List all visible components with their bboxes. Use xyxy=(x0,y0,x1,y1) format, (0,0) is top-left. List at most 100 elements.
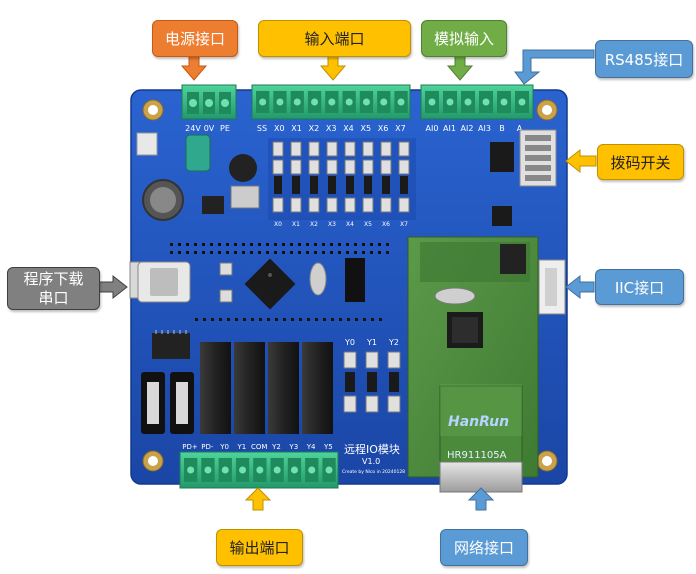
output-terminal xyxy=(179,451,339,489)
header-pin xyxy=(266,251,269,254)
header-pin xyxy=(338,243,341,246)
callout-output-port-label: 输出端口 xyxy=(229,539,290,557)
header-pin xyxy=(386,251,389,254)
header-pin xyxy=(338,251,341,254)
terminal-screw xyxy=(500,98,508,106)
callout-analog-input-label: 模拟输入 xyxy=(433,30,494,48)
header-pin xyxy=(339,318,342,321)
terminal-screw xyxy=(380,98,388,106)
power-pin-label: 24V xyxy=(185,124,201,133)
output-pin-label: Y1 xyxy=(237,443,247,451)
terminal-screw xyxy=(397,98,405,106)
header-pin xyxy=(242,251,245,254)
terminal-screw xyxy=(446,98,454,106)
header-pin xyxy=(282,251,285,254)
header-pin xyxy=(250,251,253,254)
iic-connector xyxy=(538,259,566,315)
terminal-screw xyxy=(328,98,336,106)
header-pin xyxy=(235,318,238,321)
header-pin xyxy=(258,243,261,246)
callout-input-port-label: 输入端口 xyxy=(304,30,365,48)
terminal-screw xyxy=(276,98,284,106)
header-pin xyxy=(362,243,365,246)
resistor xyxy=(365,395,379,413)
opto-label: X3 xyxy=(328,221,336,228)
header-pin xyxy=(210,243,213,246)
relay-label: Y2 xyxy=(388,338,399,347)
header-pin xyxy=(370,251,373,254)
resistor xyxy=(398,197,410,213)
output-pin-label: Y5 xyxy=(323,443,333,451)
terminal-screw xyxy=(290,466,298,474)
header-pin xyxy=(330,251,333,254)
resistor xyxy=(326,197,338,213)
header-pin xyxy=(362,251,365,254)
header-pin xyxy=(275,318,278,321)
terminal-screw xyxy=(308,466,316,474)
resistor xyxy=(272,197,284,213)
input-pin-label: X2 xyxy=(309,124,320,133)
header-pin xyxy=(315,318,318,321)
header-pin xyxy=(282,243,285,246)
header-pin xyxy=(347,318,350,321)
pin-header-dots xyxy=(170,243,389,321)
header-pin xyxy=(186,243,189,246)
optocoupler xyxy=(382,176,390,194)
resistor xyxy=(362,141,374,157)
header-pin xyxy=(211,318,214,321)
analog-terminal xyxy=(420,84,534,120)
opto-label: X6 xyxy=(382,221,390,228)
input-pin-label: X7 xyxy=(395,124,406,133)
output-pin-label: Y4 xyxy=(306,443,316,451)
header-pin xyxy=(227,318,230,321)
header-pin xyxy=(386,243,389,246)
relay-label: Y1 xyxy=(366,338,377,347)
analog-pin-label: AI3 xyxy=(478,124,491,133)
terminal-screw xyxy=(293,98,301,106)
output-pin-label: PD+ xyxy=(182,443,198,451)
resistor xyxy=(290,197,302,213)
output-pin-label: Y0 xyxy=(219,443,229,451)
terminal-screw xyxy=(311,98,319,106)
header-pin xyxy=(251,318,254,321)
header-pin xyxy=(330,243,333,246)
output-pin-label: Y3 xyxy=(288,443,298,451)
callout-program-serial: 程序下载 串口 xyxy=(7,267,100,310)
analog-pin-label: AI1 xyxy=(443,124,456,133)
callout-analog-input: 模拟输入 xyxy=(421,20,507,57)
resistor xyxy=(344,197,356,213)
relays xyxy=(200,342,333,434)
header-pin xyxy=(202,243,205,246)
terminal-screw xyxy=(239,466,247,474)
terminal-screw xyxy=(273,466,281,474)
header-pin xyxy=(283,318,286,321)
terminal-screw xyxy=(259,98,267,106)
optocoupler xyxy=(389,372,399,392)
callout-rs485-label: RS485接口 xyxy=(604,50,684,69)
network-module xyxy=(407,236,539,493)
callout-program-serial-line1: 程序下载 xyxy=(23,269,84,288)
optocoupler xyxy=(274,176,282,194)
header-pin xyxy=(299,318,302,321)
header-pin xyxy=(363,318,366,321)
resistor xyxy=(380,197,392,213)
terminal-screw xyxy=(464,98,472,106)
opto-label: X7 xyxy=(400,221,408,228)
resistor xyxy=(398,159,410,175)
module-brand: HanRun xyxy=(448,414,509,430)
header-pin xyxy=(266,243,269,246)
fuse-holders xyxy=(141,372,194,434)
header-pin xyxy=(378,243,381,246)
header-pin xyxy=(331,318,334,321)
header-pin xyxy=(259,318,262,321)
board-title: 远程IO模块 xyxy=(344,443,400,456)
optocoupler xyxy=(345,372,355,392)
optocoupler xyxy=(346,176,354,194)
header-pin xyxy=(242,243,245,246)
resistor xyxy=(398,141,410,157)
terminal-screw xyxy=(221,466,229,474)
header-pin xyxy=(226,251,229,254)
header-pin xyxy=(306,251,309,254)
analog-pin-label: A xyxy=(517,124,523,133)
header-pin xyxy=(307,318,310,321)
